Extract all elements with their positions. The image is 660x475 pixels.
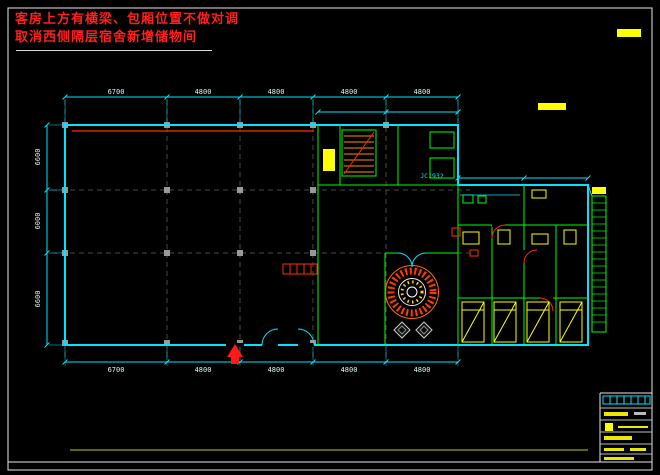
dim-label: 6600 (34, 291, 42, 308)
beds (461, 301, 583, 343)
title-block (599, 392, 652, 462)
grid-note-label: JC1932 (420, 172, 444, 180)
wing-rooms (451, 189, 583, 343)
dim-label: 4800 (268, 366, 285, 374)
dim-label: 6700 (108, 366, 125, 374)
furniture (462, 189, 577, 245)
diamond-tables (393, 321, 433, 339)
dimension-lines (44, 94, 591, 365)
fixtures (462, 194, 487, 204)
round-stage (385, 265, 439, 319)
dim-label: 4800 (414, 366, 431, 374)
grid-lines (52, 100, 470, 368)
dim-label: 4800 (195, 366, 212, 374)
dimension-labels: 6700 4800 4800 4800 4800 6700 4800 4800 … (34, 88, 444, 374)
dim-label: 4800 (341, 88, 358, 96)
revision-note-line1: 客房上方有横梁、包厢位置不做对调 (15, 12, 240, 27)
title-block-header-bar (602, 395, 651, 405)
note-underline (16, 50, 212, 51)
dim-label: 6600 (34, 149, 42, 166)
dim-label: 6700 (108, 88, 125, 96)
dim-label: 4800 (341, 366, 358, 374)
interior-walls (317, 125, 588, 345)
entrance-arrow (227, 344, 243, 364)
dim-label: 4800 (195, 88, 212, 96)
staircase (341, 129, 377, 177)
bar-counter (282, 263, 318, 275)
title-block-rows (600, 407, 652, 455)
door-arcs (226, 223, 554, 347)
dim-label: 6000 (34, 213, 42, 230)
elevator-block (323, 149, 335, 171)
highlight-blocks (538, 29, 641, 194)
dim-label: 4800 (414, 88, 431, 96)
side-ramp (587, 184, 607, 333)
red-fixtures (451, 227, 479, 257)
revision-note-line2: 取消西侧隔层宿舍新增储物间 (15, 30, 198, 45)
title-block-entries (604, 412, 648, 460)
revision-note: 客房上方有横梁、包厢位置不做对调 取消西侧隔层宿舍新增储物间 (15, 11, 239, 47)
sheet-frame (7, 7, 653, 471)
dim-label: 4800 (268, 88, 285, 96)
